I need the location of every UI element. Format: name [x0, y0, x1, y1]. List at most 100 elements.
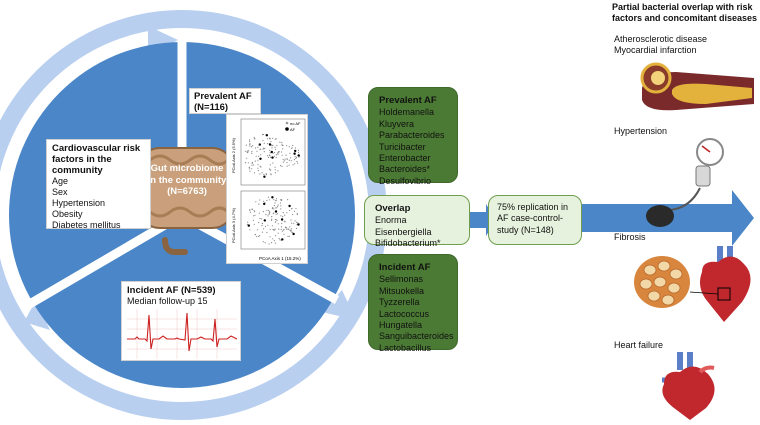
pcoa-point	[256, 229, 258, 231]
pcoa-point	[271, 147, 273, 149]
pcoa-point	[263, 151, 265, 153]
pcoa-point	[281, 222, 283, 225]
pcoa-point	[249, 145, 251, 147]
pcoa-point	[248, 166, 250, 168]
pcoa-point	[253, 223, 255, 225]
pcoa-point	[266, 209, 268, 211]
pcoa-point	[258, 235, 260, 237]
pcoa-point	[246, 157, 248, 159]
pcoa-point	[263, 219, 266, 222]
pcoa-point	[297, 223, 300, 226]
pcoa-point	[274, 242, 276, 244]
pcoa-point	[288, 164, 290, 166]
pcoa-point	[262, 133, 265, 136]
pcoa-point	[263, 173, 265, 175]
pcoa-point	[261, 223, 263, 225]
prevalent-af-genera-box: Prevalent AF Holdemanella Kluyvera Parab…	[368, 87, 458, 186]
pcoa-point	[261, 225, 263, 227]
right-panel-title: Partial bacterial overlap with risk fact…	[612, 2, 758, 23]
pcoa-point	[289, 152, 291, 154]
pcoa-point	[276, 207, 278, 209]
genus-item: Holdemanella	[379, 107, 435, 118]
pcoa-point	[269, 164, 271, 166]
intestine-illustration	[137, 147, 235, 255]
pcoa-point	[282, 229, 285, 231]
pcoa-point	[263, 200, 265, 202]
genus-item: Eisenbergiella	[375, 226, 432, 237]
pcoa-point	[251, 161, 253, 164]
pcoa-point	[297, 154, 300, 157]
pcoa-point	[263, 147, 265, 149]
pcoa-point	[287, 199, 289, 201]
pcoa-point	[273, 205, 275, 207]
pcoa-point	[250, 146, 253, 148]
pcoa-point	[269, 169, 271, 171]
pcoa-point	[268, 199, 271, 201]
pcoa-point	[274, 138, 276, 140]
pcoa-point	[271, 145, 273, 147]
pcoa-point	[260, 166, 262, 168]
pcoa-point	[251, 151, 253, 153]
pcoa-point	[262, 241, 264, 243]
pcoa-point	[265, 214, 267, 216]
pcoa-point	[249, 139, 251, 141]
pcoa-point	[253, 211, 256, 213]
pcoa-point	[288, 159, 290, 161]
fibrosis-illustration	[634, 246, 751, 322]
pcoa-point	[280, 205, 282, 207]
risk-factor-item: Diabetes mellitus	[52, 220, 121, 230]
pcoa-point	[290, 157, 292, 159]
pcoa-point	[273, 229, 276, 231]
prevalent-title: Prevalent AF	[194, 91, 252, 102]
pcoa-point	[274, 228, 276, 230]
pcoa-point	[287, 235, 289, 237]
pcoa-point	[296, 221, 298, 223]
pcoa-point	[272, 228, 274, 230]
pcoa-point	[274, 172, 277, 174]
genus-item: Hungatella	[379, 320, 423, 331]
pcoa-point	[274, 146, 276, 148]
pcoa-point	[297, 151, 300, 154]
pcoa-point	[290, 229, 292, 231]
pcoa-point	[295, 207, 297, 210]
pcoa-panel: no AF AF PCoA Axis 2 (5.5%) PCoA Axis 3 …	[226, 114, 308, 264]
pcoa-point	[277, 232, 279, 234]
pcoa-point	[256, 235, 258, 238]
pcoa-point	[266, 155, 269, 157]
risk-factor-item: Sex	[52, 187, 68, 197]
pcoa-point	[294, 163, 296, 165]
pcoa-top-plot	[240, 118, 306, 186]
risk-factor-item: Obesity	[52, 209, 83, 219]
ring-arrowhead-right	[322, 290, 356, 320]
artery-illustration	[640, 62, 754, 111]
pcoa-point	[280, 199, 282, 201]
pcoa-point	[275, 199, 277, 201]
pcoa-point	[286, 161, 288, 164]
pcoa-point	[270, 150, 273, 154]
pcoa-point	[286, 158, 288, 160]
pcoa-point	[295, 157, 297, 160]
genus-item: Sanguibacteroides	[379, 331, 454, 342]
pcoa-point	[265, 174, 267, 176]
pcoa-point	[288, 228, 290, 230]
pcoa-svg: no AF AF PCoA Axis 2 (5.5%) PCoA Axis 3 …	[231, 118, 306, 261]
pcoa-point	[270, 219, 272, 221]
incident-title: Incident AF (N=539)	[127, 285, 216, 296]
pcoa-point	[263, 228, 265, 230]
pcoa-point	[252, 145, 254, 147]
genus-item: Lactobacillus	[379, 342, 432, 353]
pcoa-point	[288, 235, 290, 237]
pcoa-point	[294, 220, 296, 222]
pcoa-point	[274, 210, 278, 213]
pcoa-point	[259, 217, 261, 220]
pcoa-point	[280, 151, 283, 153]
pcoa-point	[279, 202, 281, 204]
pcoa-point	[267, 138, 269, 140]
pcoa-point	[282, 159, 284, 161]
pcoa-point	[280, 226, 282, 228]
pcoa-point	[258, 155, 260, 157]
pcoa-point	[262, 134, 264, 136]
pcoa-point	[259, 173, 261, 175]
pcoa-point	[267, 156, 270, 158]
pcoa-point	[273, 212, 275, 214]
